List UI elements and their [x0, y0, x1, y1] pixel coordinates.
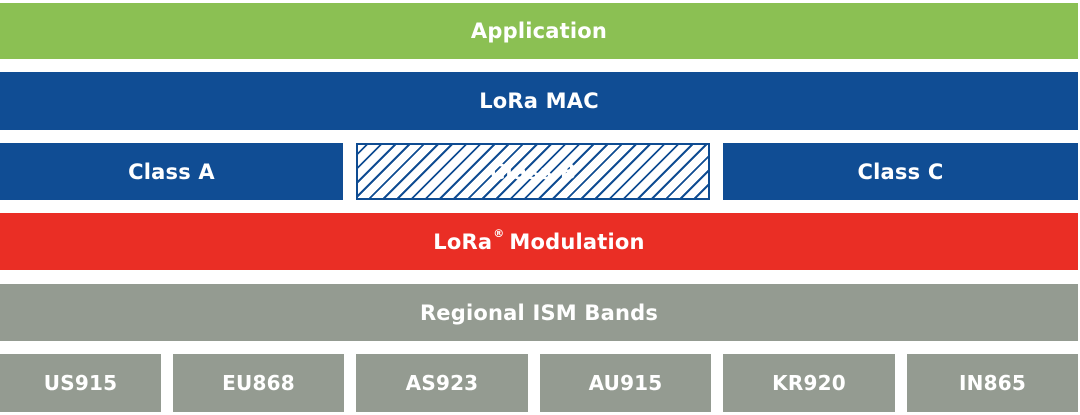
band-block: KR920: [723, 354, 895, 412]
lora-mac-layer: LoRa MAC: [0, 72, 1078, 130]
band-block: AU915: [540, 354, 711, 412]
regional-ism-bands-layer: Regional ISM Bands: [0, 284, 1078, 341]
band-label: US915: [43, 371, 118, 395]
band-label: IN865: [959, 371, 1026, 395]
class-a-label: Class A: [128, 159, 215, 184]
class-c-label: Class C: [857, 159, 944, 184]
modulation-suffix: Modulation: [509, 229, 645, 254]
class-b-block: Class B: [356, 143, 710, 200]
class-b-label: Class B: [489, 159, 577, 184]
lora-mac-label: LoRa MAC: [479, 89, 599, 113]
band-block: EU868: [173, 354, 344, 412]
band-label: KR920: [772, 371, 846, 395]
application-layer: Application: [0, 3, 1078, 59]
class-a-block: Class A: [0, 143, 343, 200]
band-label: AS923: [405, 371, 479, 395]
lora-modulation-layer: LoRa® Modulation: [0, 213, 1078, 270]
class-c-block: Class C: [723, 143, 1078, 200]
band-block: US915: [0, 354, 161, 412]
registered-mark: ®: [493, 227, 505, 240]
modulation-name: LoRa: [433, 229, 493, 254]
band-block: AS923: [356, 354, 528, 412]
application-label: Application: [470, 19, 608, 43]
band-label: AU915: [588, 371, 663, 395]
ism-label: Regional ISM Bands: [419, 300, 659, 325]
band-block: IN865: [907, 354, 1078, 412]
band-label: EU868: [222, 371, 295, 395]
